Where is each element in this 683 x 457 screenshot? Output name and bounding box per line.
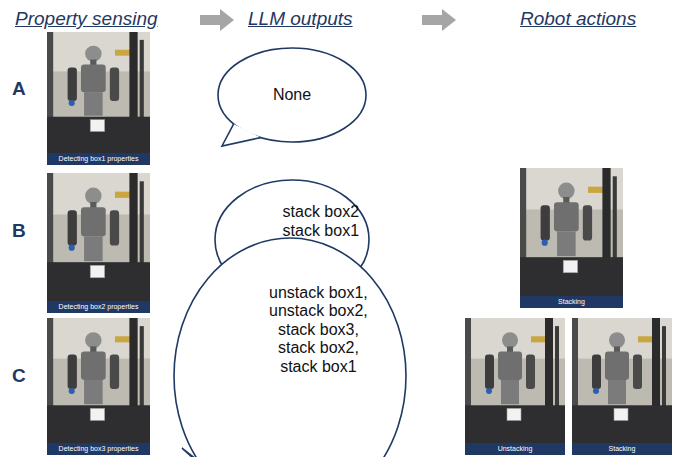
flow-arrow	[200, 9, 234, 31]
captioned-photo: Unstacking	[465, 318, 565, 455]
row-letter: C	[12, 365, 26, 387]
bubble-tail	[222, 124, 261, 146]
robot-photo	[47, 173, 150, 313]
captioned-photo: Detecting box3 properties	[47, 318, 150, 455]
row-letter: A	[12, 78, 26, 100]
captioned-photo: Detecting box2 properties	[47, 173, 150, 313]
robot-photo	[47, 318, 150, 455]
photo-caption: Stacking	[520, 296, 623, 308]
column-heading: Property sensing	[15, 8, 158, 30]
photo-caption: Stacking	[572, 443, 672, 455]
captioned-photo: Stacking	[572, 318, 672, 455]
bubble-ellipse	[174, 238, 406, 457]
robot-photo	[465, 318, 565, 455]
llm-output: unstack box1, unstack box2, stack box3, …	[262, 284, 374, 376]
photo-caption: Detecting box3 properties	[47, 443, 150, 455]
speech-bubble: None	[217, 47, 367, 143]
llm-output: stack box2 stack box1	[273, 203, 368, 240]
photo-caption: Detecting box2 properties	[47, 301, 150, 313]
llm-output: None	[273, 86, 311, 104]
speech-bubble: unstack box1, unstack box2, stack box3, …	[173, 237, 407, 457]
robot-photo	[47, 32, 150, 165]
robot-photo	[572, 318, 672, 455]
flow-arrow	[422, 9, 456, 31]
robot-photo	[520, 168, 623, 308]
row-letter: B	[12, 220, 26, 242]
captioned-photo: Stacking	[520, 168, 623, 308]
photo-caption: Detecting box1 properties	[47, 153, 150, 165]
column-heading: Robot actions	[520, 8, 636, 30]
photo-caption: Unstacking	[465, 443, 565, 455]
bubble-tail	[182, 448, 241, 457]
captioned-photo: Detecting box1 properties	[47, 32, 150, 165]
column-heading: LLM outputs	[248, 8, 353, 30]
